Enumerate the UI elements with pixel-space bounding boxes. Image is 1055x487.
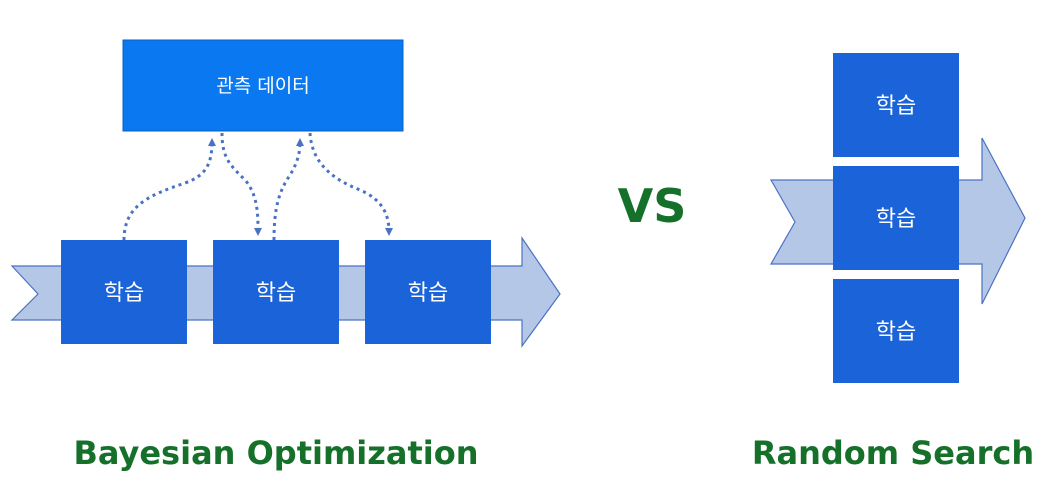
dotted-arrow-observed-to-train3 [308,132,393,236]
bayesian-train-label-3: 학습 [408,281,448,306]
bayesian-caption: Bayesian Optimization [73,434,478,472]
bayesian-train-box-3 [365,240,491,344]
random-train-box-1 [833,53,959,157]
bayesian-train-box-1 [61,240,187,344]
dotted-arrow-train1-to-observed [122,138,216,241]
vs-label: VS [618,179,687,233]
dotted-arrow-train2-to-observed [272,138,304,241]
random-train-label-1: 학습 [876,94,916,119]
random-train-label-2: 학습 [876,207,916,232]
bayesian-train-label-2: 학습 [256,281,296,306]
bayesian-optimization-section: 관측 데이터 학습 학습 학습 Bayesian Optimization [10,39,561,472]
bayesian-train-box-2 [213,240,339,344]
observed-data-box [122,39,404,132]
random-train-box-3 [833,279,959,383]
bayesian-train-label-1: 학습 [104,281,144,306]
random-train-label-3: 학습 [876,320,916,345]
observed-data-label: 관측 데이터 [216,75,309,97]
random-caption: Random Search [752,434,1034,472]
random-search-section: 학습 학습 학습 Random Search [752,53,1034,472]
random-train-box-2 [833,166,959,270]
dotted-arrow-observed-to-train2 [220,132,262,236]
